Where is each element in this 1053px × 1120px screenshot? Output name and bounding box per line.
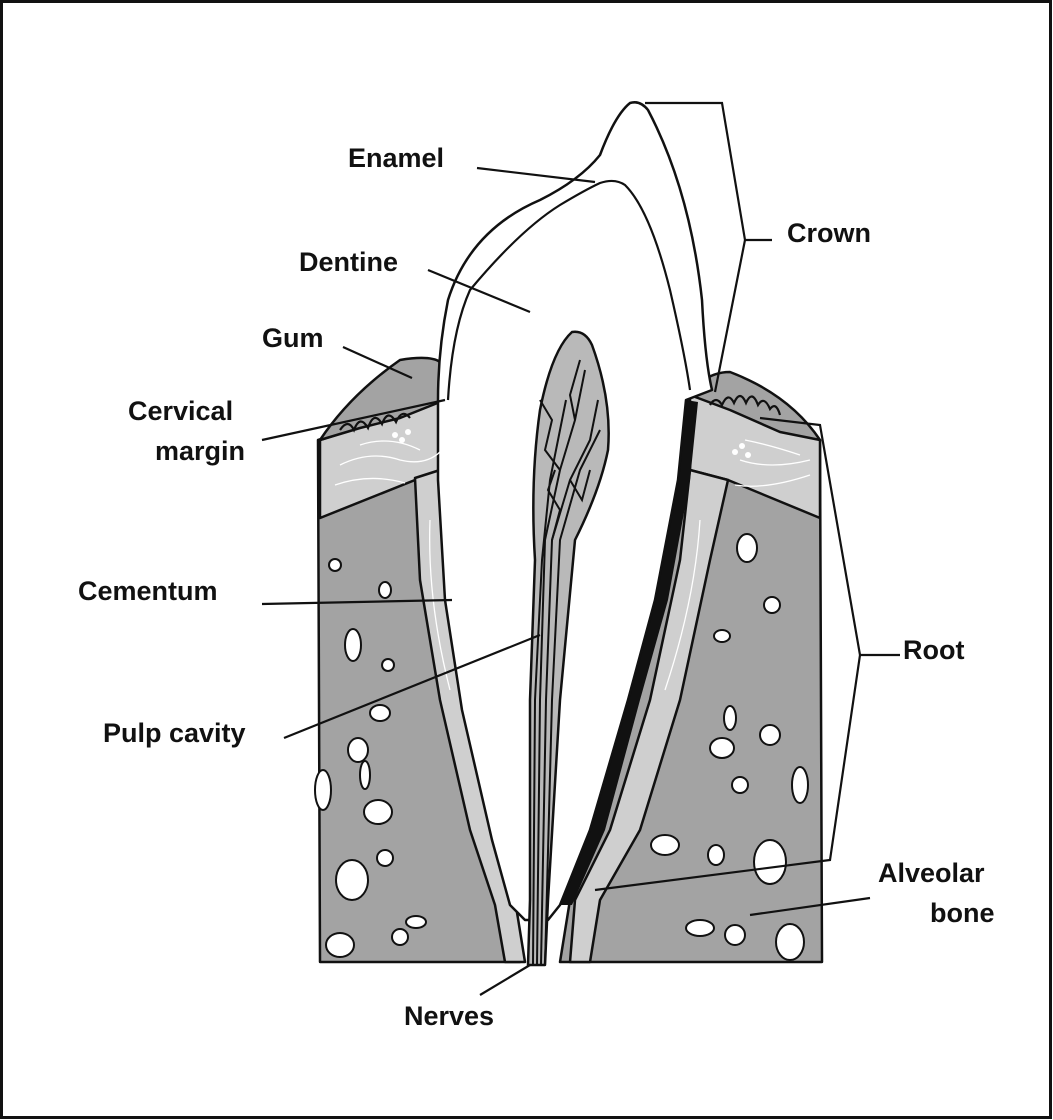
label-bone: bone — [930, 898, 995, 928]
label-pulp-cavity: Pulp cavity — [103, 718, 246, 748]
label-cementum: Cementum — [78, 576, 218, 606]
label-margin: margin — [155, 436, 245, 466]
label-crown: Crown — [787, 218, 871, 248]
label-dentine: Dentine — [299, 247, 398, 277]
label-nerves: Nerves — [404, 1001, 494, 1031]
label-alveolar: Alveolar — [878, 858, 985, 888]
label-enamel: Enamel — [348, 143, 444, 173]
label-cervical: Cervical — [128, 396, 233, 426]
label-root: Root — [903, 635, 964, 665]
label-gum: Gum — [262, 323, 324, 353]
